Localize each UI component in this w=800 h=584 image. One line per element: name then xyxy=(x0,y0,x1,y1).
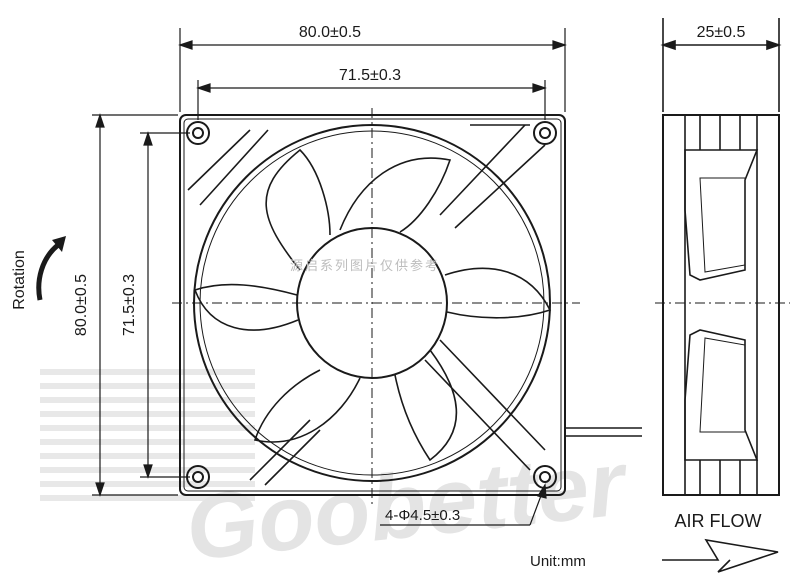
brand-watermark: Goobetter xyxy=(40,369,633,580)
mount-hole-callout xyxy=(380,483,547,526)
mount-hole-label: 4-Φ4.5±0.3 xyxy=(385,507,460,524)
watermark-text: 源启系列图片仅供参考 xyxy=(290,258,440,273)
rotation-label: Rotation xyxy=(11,250,28,310)
lead-wires xyxy=(565,427,642,437)
top-dimensions xyxy=(178,28,567,120)
air-flow-label: AIR FLOW xyxy=(674,511,761,531)
dim-depth-label: 25±0.5 xyxy=(697,24,746,41)
left-dimensions xyxy=(92,113,190,497)
dim-outer-height-label: 80.0±0.5 xyxy=(73,274,90,336)
mounting-hole xyxy=(186,121,210,145)
fan-side-view xyxy=(655,18,790,496)
mounting-hole xyxy=(533,121,557,145)
dim-hole-spacing-left-label: 71.5±0.3 xyxy=(121,274,138,336)
fan-front-view xyxy=(172,108,642,505)
dim-hole-spacing-top-label: 71.5±0.3 xyxy=(339,67,401,84)
unit-label: Unit:mm xyxy=(530,553,586,570)
center-lines xyxy=(172,108,580,505)
dim-outer-width-label: 80.0±0.5 xyxy=(299,24,361,41)
fan-blades xyxy=(193,148,552,462)
air-flow-arrow-icon xyxy=(662,538,779,573)
frame-struts xyxy=(187,124,546,486)
rotation-arrow-icon xyxy=(36,236,66,301)
